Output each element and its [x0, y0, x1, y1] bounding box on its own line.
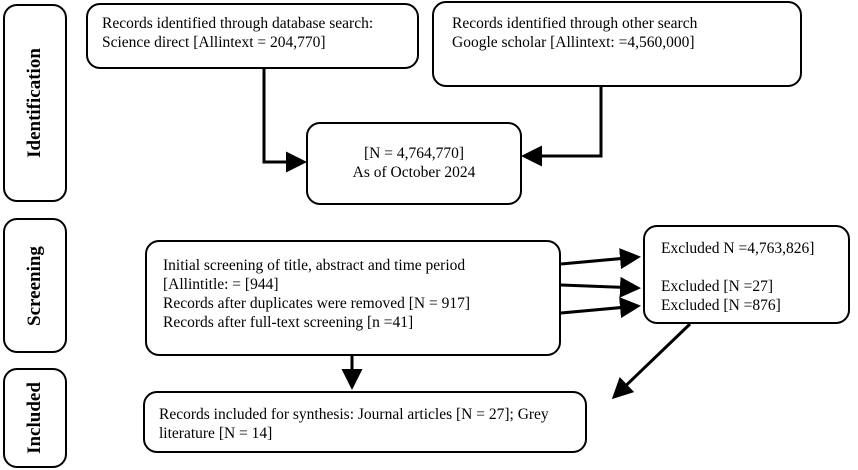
included-line-2: literature [N = 14]: [159, 425, 273, 442]
arrow-excluded-to-included: [611, 322, 692, 400]
included-line-1: Records included for synthesis: Journal …: [159, 406, 549, 423]
stage-included: Included: [3, 368, 67, 468]
total-records-date: As of October 2024: [352, 164, 476, 181]
excluded-fulltext: Excluded [N =27]: [661, 278, 774, 295]
included-box: Records included for synthesis: Journal …: [143, 391, 587, 453]
database-search-line-2: Science direct [Allintext = 204,770]: [102, 34, 326, 51]
screening-box: Initial screening of title, abstract and…: [145, 240, 561, 356]
excluded-initial: Excluded N =4,763,826]: [661, 240, 815, 257]
database-search-box: Records identified through database sear…: [86, 3, 419, 69]
arrow-database-to-total: [262, 69, 307, 173]
other-search-box: Records identified through other search …: [432, 1, 802, 87]
arrow-other-to-total: [521, 87, 603, 167]
total-records-box: [N = 4,764,770] As of October 2024: [306, 122, 522, 205]
stage-identification: Identification: [3, 4, 67, 202]
excluded-duplicates: Excluded [N =876]: [661, 297, 781, 314]
stage-screening: Screening: [3, 218, 67, 353]
screening-line-4: Records after full-text screening [n =41…: [163, 314, 414, 331]
screening-line-3: Records after duplicates were removed [N…: [163, 295, 470, 312]
screening-line-2: [Allintitle: = [944]: [163, 276, 279, 293]
other-search-line-2: Google scholar [Allintext: =4,560,000]: [452, 34, 695, 51]
screening-line-1-text: Initial screening of title, abstract and…: [163, 257, 466, 274]
total-records-count: [N = 4,764,770]: [363, 145, 464, 162]
arrow-screening-to-excluded-2: [560, 276, 641, 298]
arrow-screening-to-excluded-1: [560, 248, 641, 270]
other-search-line-1: Records identified through other search: [452, 15, 698, 32]
excluded-box: Excluded N =4,763,826] Excluded [N =27] …: [643, 225, 850, 324]
screening-line-1: Initial screening of title, abstract and…: [163, 256, 543, 275]
arrow-screening-to-excluded-3: [560, 297, 641, 319]
database-search-line-1: Records identified through database sear…: [102, 15, 374, 32]
